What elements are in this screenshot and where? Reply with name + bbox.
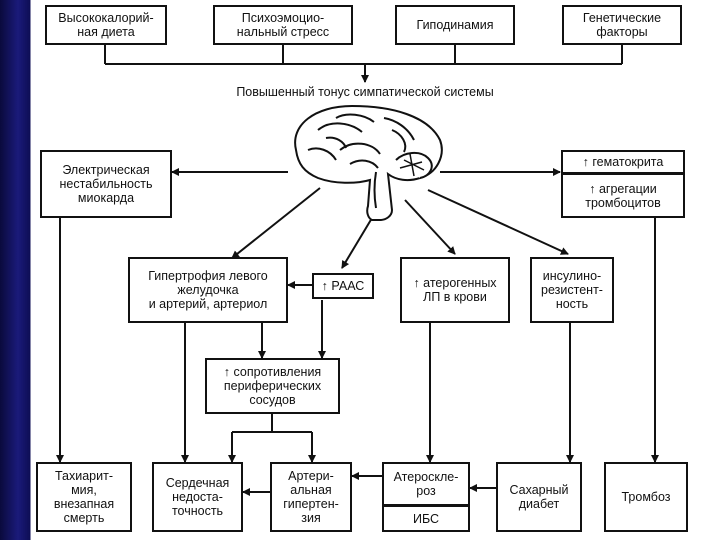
node-insulin: инсулино- резистент- ность [530,257,614,323]
node-genetic: Генетические факторы [562,5,682,45]
node-sympathetic: Повышенный тонус симпатической системы [236,85,494,99]
node-lvh: Гипертрофия левого желудочка и артерий, … [128,257,288,323]
node-resistance: ↑ сопротивления периферических сосудов [205,358,340,414]
node-atherogenic: ↑ атерогенных ЛП в крови [400,257,510,323]
node-atherosclerosis: Атероскле- роз [382,462,470,506]
brain-icon [294,104,443,221]
node-diabetes: Сахарный диабет [496,462,582,532]
node-tachy: Тахиарит- мия, внезапная смерть [36,462,132,532]
node-heart-failure: Сердечная недоста- точность [152,462,243,532]
node-stress: Психоэмоцио- нальный стресс [213,5,353,45]
node-hypodynamia: Гиподинамия [395,5,515,45]
node-platelet: ↑ агрегации тромбоцитов [561,173,685,218]
arrow-brain-to-raas [341,217,373,269]
arrow-brain-to-atherogenic [404,199,456,255]
node-hypertension: Артери- альная гипертен- зия [270,462,352,532]
arrow-brain-to-lvh [231,187,321,259]
node-ihd: ИБС [382,505,470,532]
node-thrombosis: Тромбоз [604,462,688,532]
node-raas: ↑ РААС [312,273,374,299]
node-diet: Высококалорий- ная диета [45,5,167,45]
node-electric: Электрическая нестабильность миокарда [40,150,172,218]
node-hematocrit: ↑ гематокрита [561,150,685,174]
arrow-brain-to-insulin [427,189,569,255]
